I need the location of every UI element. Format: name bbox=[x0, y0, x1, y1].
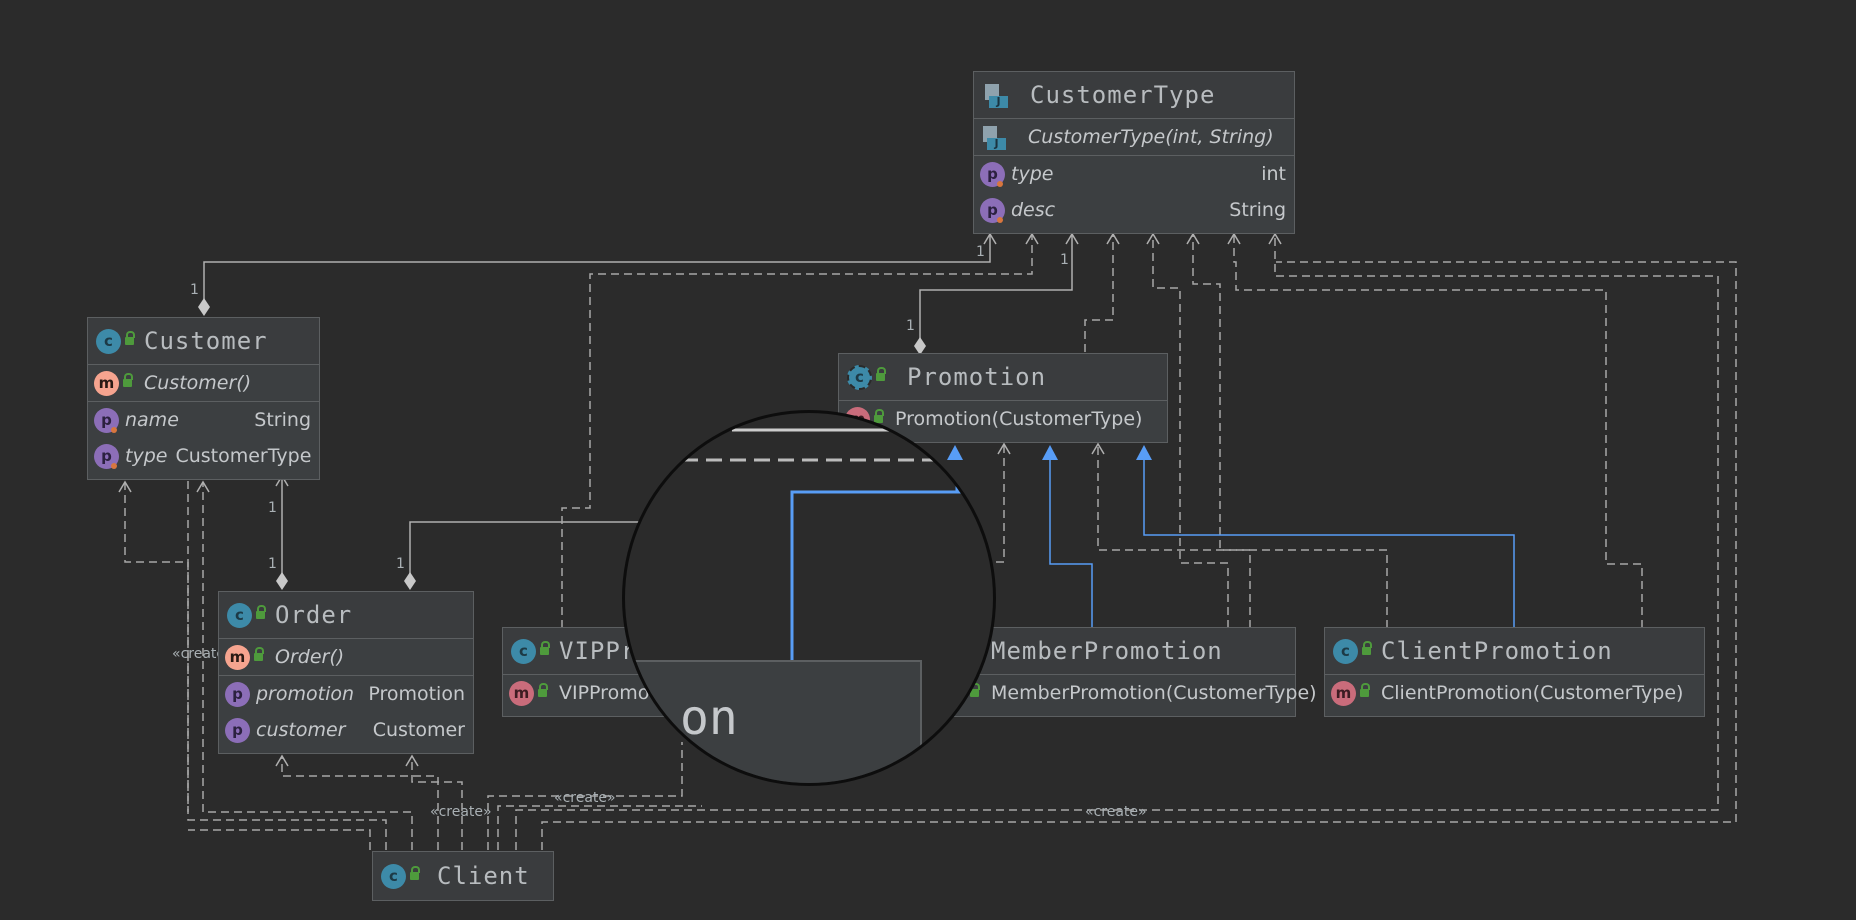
class-customertype[interactable]: CustomerType CustomerType(int, String) p… bbox=[973, 71, 1295, 234]
constructor: CustomerType(int, String) bbox=[1028, 126, 1274, 148]
class-icon: c bbox=[96, 328, 121, 354]
method-icon: m bbox=[509, 680, 534, 706]
multiplicity-label: 1 bbox=[976, 244, 985, 260]
multiplicity-label: 1 bbox=[906, 318, 915, 334]
class-clientpromotion[interactable]: c ClientPromotion m ClientPromotion(Custom… bbox=[1324, 627, 1705, 717]
lock-icon bbox=[1360, 683, 1370, 697]
magnified-text: on bbox=[680, 690, 738, 746]
field-name: desc bbox=[1011, 199, 1056, 221]
class-name: CustomerType bbox=[1030, 81, 1216, 109]
multiplicity-label: 1 bbox=[190, 282, 199, 298]
field-type: CustomerType bbox=[175, 445, 312, 467]
enum-icon bbox=[982, 82, 1008, 108]
create-stereotype: «create» bbox=[1085, 804, 1147, 820]
property-icon: p bbox=[225, 717, 250, 743]
class-name: Promotion bbox=[907, 363, 1047, 391]
field-name: type bbox=[1011, 163, 1054, 185]
method-icon: m bbox=[94, 370, 119, 396]
magnifier-lens: on bbox=[622, 410, 996, 786]
create-stereotype: «create» bbox=[430, 804, 492, 820]
magnified-lines bbox=[682, 428, 993, 660]
lock-icon bbox=[876, 367, 886, 381]
class-name: MemberPromotion bbox=[991, 637, 1223, 665]
property-icon: p bbox=[225, 681, 250, 707]
class-name: Client bbox=[437, 862, 530, 890]
class-icon: c bbox=[511, 638, 536, 664]
lock-icon bbox=[1362, 641, 1372, 655]
constructor: Customer() bbox=[144, 372, 252, 394]
field-type: int bbox=[1261, 163, 1286, 185]
lock-icon bbox=[410, 866, 420, 880]
multiplicity-label: 1 bbox=[1060, 252, 1069, 268]
magnified-node bbox=[625, 660, 922, 783]
lock-icon bbox=[874, 409, 884, 423]
class-icon: c bbox=[1333, 638, 1358, 664]
lock-icon bbox=[256, 605, 266, 619]
lock-icon bbox=[538, 683, 548, 697]
field-name: name bbox=[125, 409, 179, 431]
static-dot-icon bbox=[111, 463, 117, 469]
constructor: Promotion(CustomerType) bbox=[895, 408, 1143, 430]
enum-constructor-icon bbox=[980, 124, 1006, 150]
method-icon: m bbox=[1331, 680, 1356, 706]
lock-icon bbox=[123, 373, 133, 387]
field-name: promotion bbox=[256, 683, 355, 705]
class-name: Customer bbox=[144, 327, 268, 355]
lock-icon bbox=[125, 331, 135, 345]
static-dot-icon bbox=[997, 217, 1003, 223]
class-client[interactable]: c Client bbox=[372, 851, 554, 901]
abstract-class-icon: c bbox=[847, 364, 872, 390]
lock-icon bbox=[254, 647, 264, 661]
multiplicity-label: 1 bbox=[396, 556, 405, 572]
main-class-icon: c bbox=[381, 863, 406, 889]
field-type: Customer bbox=[372, 719, 465, 741]
create-stereotype: «create» bbox=[554, 790, 616, 806]
class-name: ClientPromotion bbox=[1381, 637, 1613, 665]
multiplicity-label: 1 bbox=[268, 500, 277, 516]
constructor: MemberPromotion(CustomerType) bbox=[991, 682, 1317, 704]
field-name: customer bbox=[256, 719, 346, 741]
class-name: Order bbox=[275, 601, 353, 629]
class-icon: c bbox=[227, 602, 252, 628]
constructor: Order() bbox=[275, 646, 345, 668]
multiplicity-label: 1 bbox=[268, 556, 277, 572]
method-icon: m bbox=[225, 644, 250, 670]
constructor: ClientPromotion(CustomerType) bbox=[1381, 682, 1684, 704]
field-type: String bbox=[254, 409, 311, 431]
field-type: Promotion bbox=[368, 683, 465, 705]
field-name: type bbox=[125, 445, 168, 467]
field-type: String bbox=[1229, 199, 1286, 221]
lock-icon bbox=[540, 641, 550, 655]
static-dot-icon bbox=[111, 427, 117, 433]
static-dot-icon bbox=[997, 181, 1003, 187]
